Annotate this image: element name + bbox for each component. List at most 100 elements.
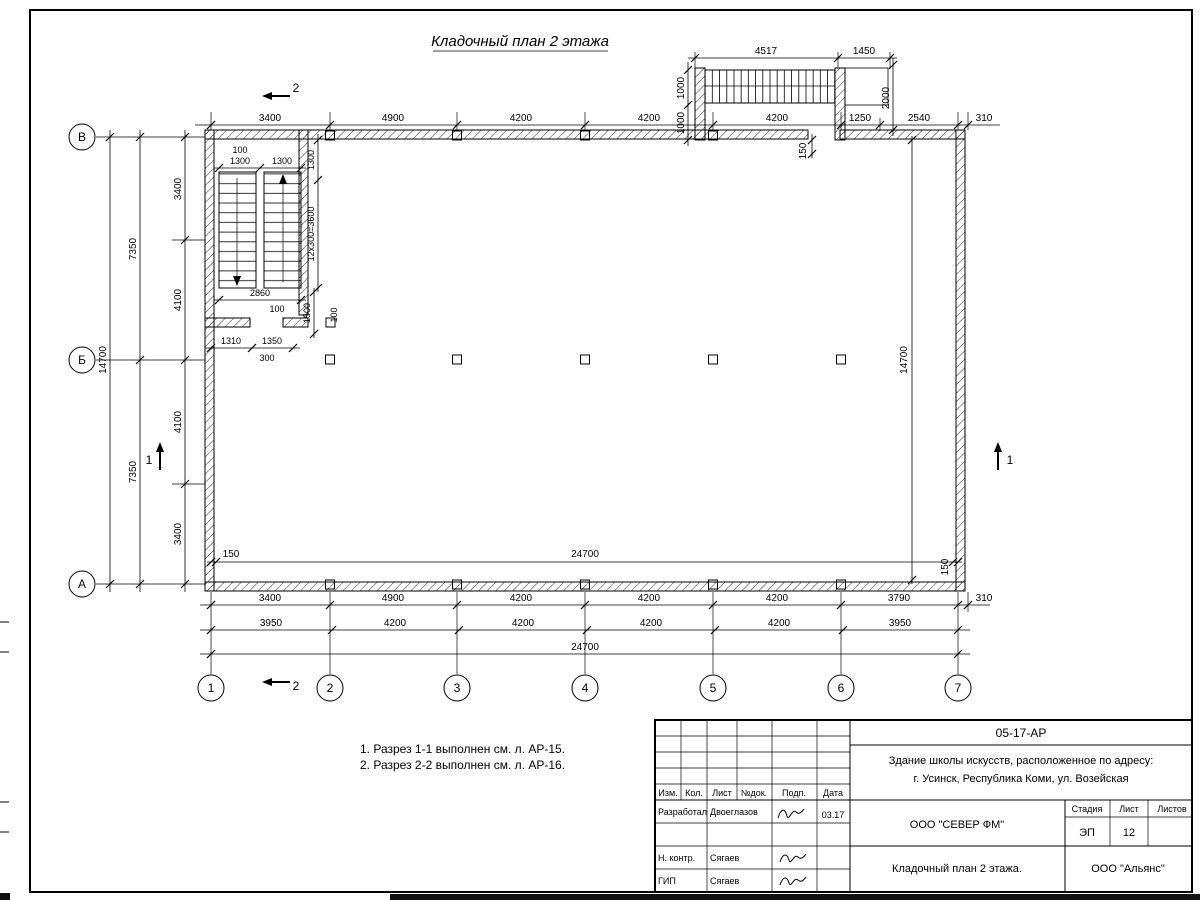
dim-left-half-1: 7350 xyxy=(128,237,139,260)
axis-label-1: 1 xyxy=(208,681,215,695)
dim-stair-100c: 100 xyxy=(329,307,339,322)
tb-name-2: Сягаев xyxy=(710,853,739,863)
sheet-frame xyxy=(0,9,1200,900)
dim-left-sub-2: 4100 xyxy=(173,288,184,311)
dim-stair-1300a: 1300 xyxy=(230,156,250,166)
dim-bot1-7: 310 xyxy=(976,593,993,604)
dim-stair-2860: 2860 xyxy=(250,288,270,298)
note-line-1: 1. Разрез 1-1 выполнен см. л. АР-15. xyxy=(360,742,565,756)
tb-name-3: Сягаев xyxy=(710,876,739,886)
dim-stair-1300c: 1300 xyxy=(306,150,316,170)
tb-sheets-header: Листов xyxy=(1157,804,1186,814)
tb-stage-value: ЭП xyxy=(1079,827,1095,839)
tb-company: ООО "СЕВЕР ФМ" xyxy=(910,819,1005,831)
tb-header-date: Дата xyxy=(823,788,843,798)
tb-object-line-2: г. Усинск, Республика Коми, ул. Возейска… xyxy=(913,773,1128,785)
tb-org: ООО "Альянс" xyxy=(1091,863,1165,875)
dim-left-sub-3: 4100 xyxy=(173,410,184,433)
dim-stair-1500: 1500 xyxy=(302,303,312,323)
tb-sheet-header: Лист xyxy=(1119,804,1139,814)
section-1-right-arrow-icon xyxy=(994,442,1002,452)
tb-header-kol: Кол. xyxy=(685,788,703,798)
tb-header-list: Лист xyxy=(712,788,732,798)
tb-role-3: ГИП xyxy=(658,876,676,886)
dim-bot1-1: 3400 xyxy=(259,593,282,604)
tb-name-1: Двоеглазов xyxy=(710,807,758,817)
dim-top-7: 2540 xyxy=(908,113,931,124)
axis-circle-a xyxy=(68,570,96,598)
axis-label-b: Б xyxy=(78,353,86,367)
dim-stair-300: 300 xyxy=(259,353,274,363)
stair-arrow-up-icon xyxy=(279,174,287,184)
tb-sheet-value: 12 xyxy=(1123,827,1135,839)
signature-3 xyxy=(779,876,807,886)
tb-header-izm: Изм. xyxy=(658,788,677,798)
dim-top-4: 4200 xyxy=(638,113,661,124)
dimension-labels: 3400 4900 4200 4200 4200 1250 2540 310 4… xyxy=(98,46,993,653)
tb-role-1: Разработал xyxy=(658,807,707,817)
dim-bot1-2: 4900 xyxy=(382,593,405,604)
title-block: Изм. Кол. Лист №док. Подп. Дата Разработ… xyxy=(654,719,1193,893)
dim-stair-100a: 100 xyxy=(232,145,247,155)
section-1-right-label: 1 xyxy=(1007,453,1014,467)
tb-role-2: Н. контр. xyxy=(658,853,695,863)
tb-date-1: 03.17 xyxy=(822,810,845,820)
axis-label-7: 7 xyxy=(955,681,962,695)
dim-bot1-4: 4200 xyxy=(638,593,661,604)
dim-porch-4: 1000 xyxy=(676,111,687,134)
dim-left-sub-1: 3400 xyxy=(173,177,184,200)
dim-stair-100b: 100 xyxy=(269,304,284,314)
dim-inner-24700: 24700 xyxy=(571,549,599,560)
dim-porch-3: 1000 xyxy=(676,76,687,99)
section-2-top-arrow-icon xyxy=(262,92,272,100)
axis-label-v: В xyxy=(78,130,86,144)
dimension-lines xyxy=(105,52,1000,659)
section-1-left-label: 1 xyxy=(146,453,153,467)
dim-bot1-6: 3790 xyxy=(888,593,911,604)
axis-label-6: 6 xyxy=(838,681,845,695)
tb-drawing-title: Кладочный план 2 этажа. xyxy=(892,863,1022,875)
dim-porch-5: 2000 xyxy=(881,86,892,109)
section-2-top-label: 2 xyxy=(293,81,300,95)
axis-circle-b xyxy=(68,346,96,374)
tb-doc-code: 05-17-АР xyxy=(996,726,1047,740)
section-marks: 2 2 1 1 xyxy=(146,81,1014,693)
dim-bot-total: 24700 xyxy=(571,642,599,653)
tb-header-sign: Подп. xyxy=(782,788,806,798)
dim-bot2-4: 4200 xyxy=(640,618,663,629)
dim-left-sub-4: 3400 xyxy=(173,522,184,545)
dim-top-8: 310 xyxy=(976,113,993,124)
dim-bot1-5: 4200 xyxy=(766,593,789,604)
dim-porch-1: 4517 xyxy=(755,46,778,57)
tb-header-doc: №док. xyxy=(741,788,767,798)
axis-label-2: 2 xyxy=(327,681,334,695)
dim-top-6: 1250 xyxy=(849,113,872,124)
dim-porch-2: 1450 xyxy=(853,46,876,57)
dim-top-3: 4200 xyxy=(510,113,533,124)
section-2-bottom-arrow-icon xyxy=(262,678,272,686)
dim-right-150: 150 xyxy=(940,558,951,575)
axis-grid: В Б А 1 2 3 4 5 6 7 xyxy=(68,123,972,702)
walls xyxy=(204,129,966,592)
axis-label-3: 3 xyxy=(454,681,461,695)
dim-inner-150: 150 xyxy=(223,549,240,560)
axis-label-4: 4 xyxy=(582,681,589,695)
dim-top-1: 3400 xyxy=(259,113,282,124)
section-2-bottom-label: 2 xyxy=(293,679,300,693)
dim-bot2-6: 3950 xyxy=(889,618,912,629)
note-line-2: 2. Разрез 2-2 выполнен см. л. АР-16. xyxy=(360,758,565,772)
signature-1 xyxy=(777,808,805,819)
dim-bot2-5: 4200 xyxy=(768,618,791,629)
dim-stair-treads: 12x300=3600 xyxy=(306,207,316,262)
tb-object-line-1: Здание школы искусств, расположенное по … xyxy=(889,755,1154,767)
dim-right-total: 14700 xyxy=(899,346,910,374)
dim-stair-1350: 1350 xyxy=(262,336,282,346)
dim-left-half-2: 7350 xyxy=(128,460,139,483)
dim-bot2-2: 4200 xyxy=(384,618,407,629)
dim-stair-1300b: 1300 xyxy=(272,156,292,166)
dim-top-5: 4200 xyxy=(766,113,789,124)
columns xyxy=(325,130,846,590)
notes: 1. Разрез 1-1 выполнен см. л. АР-15. 2. … xyxy=(360,742,565,772)
